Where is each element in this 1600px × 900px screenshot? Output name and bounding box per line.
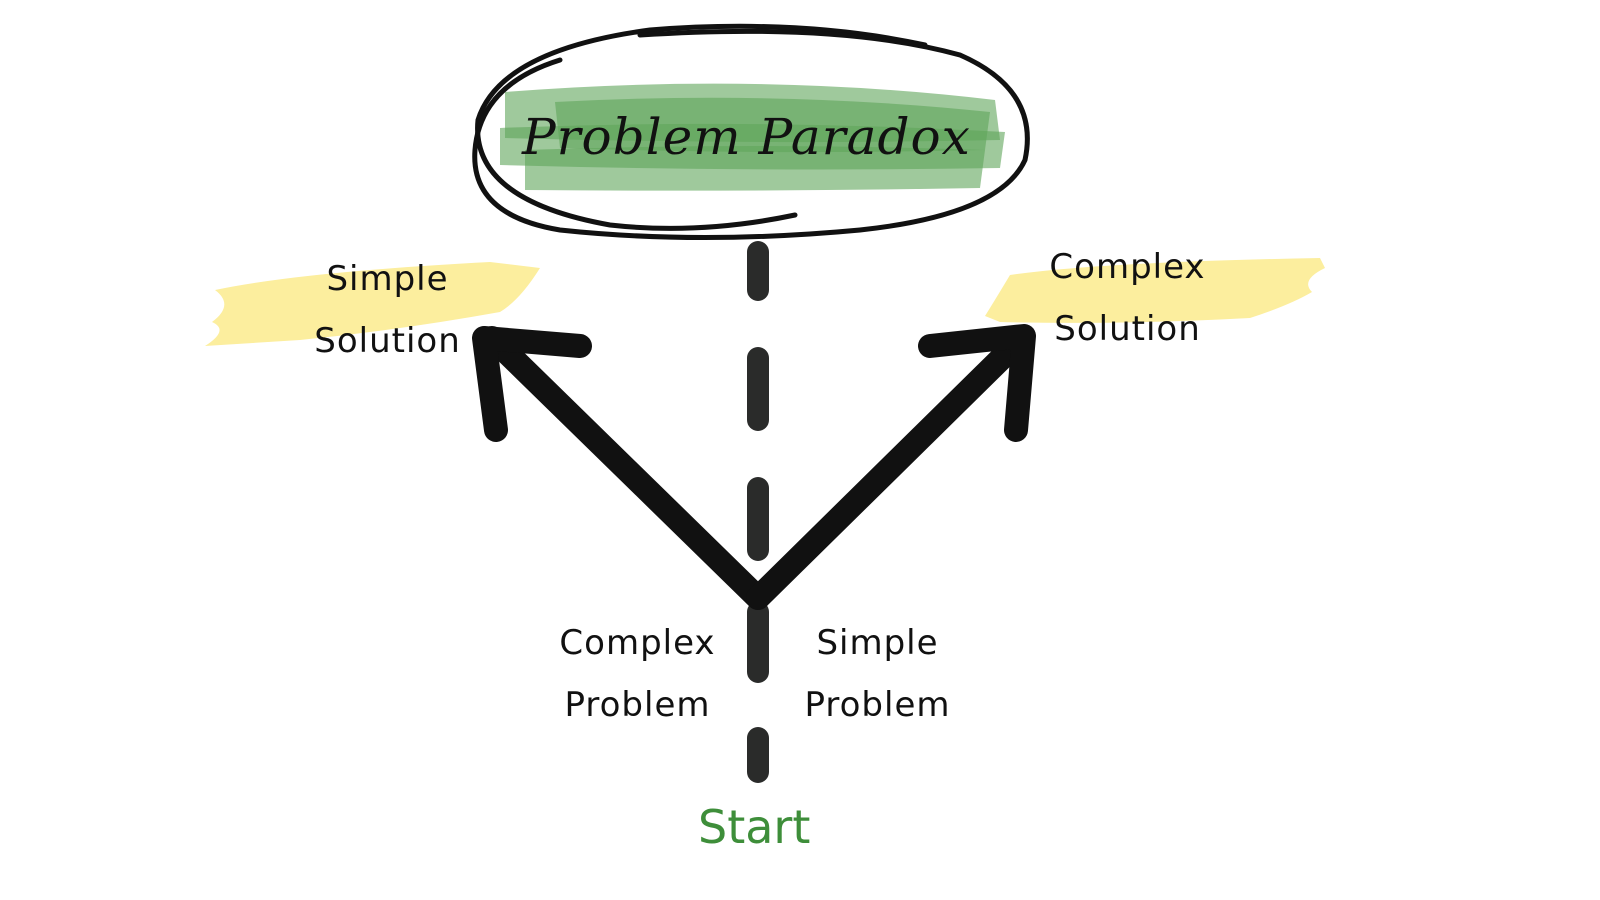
diagram-title: Problem Paradox <box>522 108 971 166</box>
simple-solution-highlight <box>205 262 540 346</box>
left-arrow <box>472 326 770 610</box>
label-line: Complex <box>559 623 716 663</box>
title-circle <box>472 23 1030 240</box>
label-line: Simple <box>816 623 939 663</box>
label-line: Simple <box>326 259 449 299</box>
label-line: Problem <box>564 685 711 725</box>
start-label: Start <box>698 800 811 854</box>
complex-problem-label: Complex Problem <box>550 612 725 736</box>
simple-solution-label: Simple Solution <box>300 248 475 372</box>
complex-solution-label: Complex Solution <box>1040 236 1215 360</box>
label-line: Problem <box>804 685 951 725</box>
simple-problem-label: Simple Problem <box>790 612 965 736</box>
label-line: Solution <box>314 321 461 361</box>
complex-solution-highlight <box>985 258 1325 323</box>
label-line: Complex <box>1049 247 1206 287</box>
right-arrow <box>746 324 1036 610</box>
title-highlight <box>500 83 1005 191</box>
label-line: Solution <box>1054 309 1201 349</box>
